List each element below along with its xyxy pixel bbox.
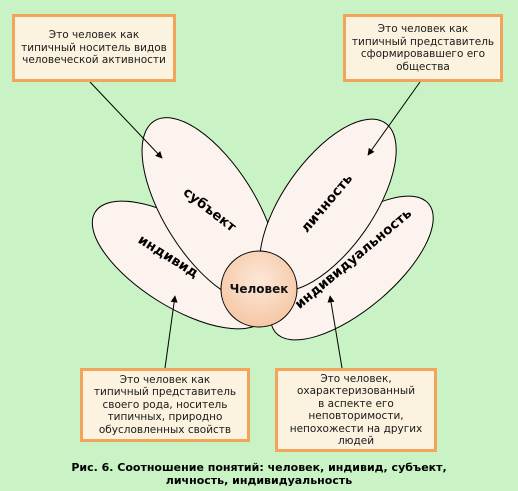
figure-caption: Рис. 6. Соотношение понятий: человек, ин… <box>71 461 447 487</box>
arrow-top-left <box>89 81 163 159</box>
arrow-top-right <box>367 81 421 156</box>
box-personality-description: Это человек как типичный представитель с… <box>343 14 503 82</box>
box-individual-text: Это человек как типичный представитель с… <box>93 373 237 436</box>
arrow-bottom-left <box>164 295 178 369</box>
box-individuality-text: Это человек, охарактеризованный в аспект… <box>289 372 423 448</box>
center-label: Человек <box>230 282 289 296</box>
box-subject-text: Это человек как типичный носитель видов … <box>21 29 167 67</box>
box-subject-description: Это человек как типичный носитель видов … <box>12 14 176 82</box>
box-personality-text: Это человек как типичный представитель с… <box>351 23 495 73</box>
arrow-bottom-right <box>327 295 343 369</box>
center-circle <box>220 250 298 328</box>
box-individuality-description: Это человек, охарактеризованный в аспект… <box>275 368 437 452</box>
box-individual-description: Это человек как типичный представитель с… <box>80 368 250 442</box>
